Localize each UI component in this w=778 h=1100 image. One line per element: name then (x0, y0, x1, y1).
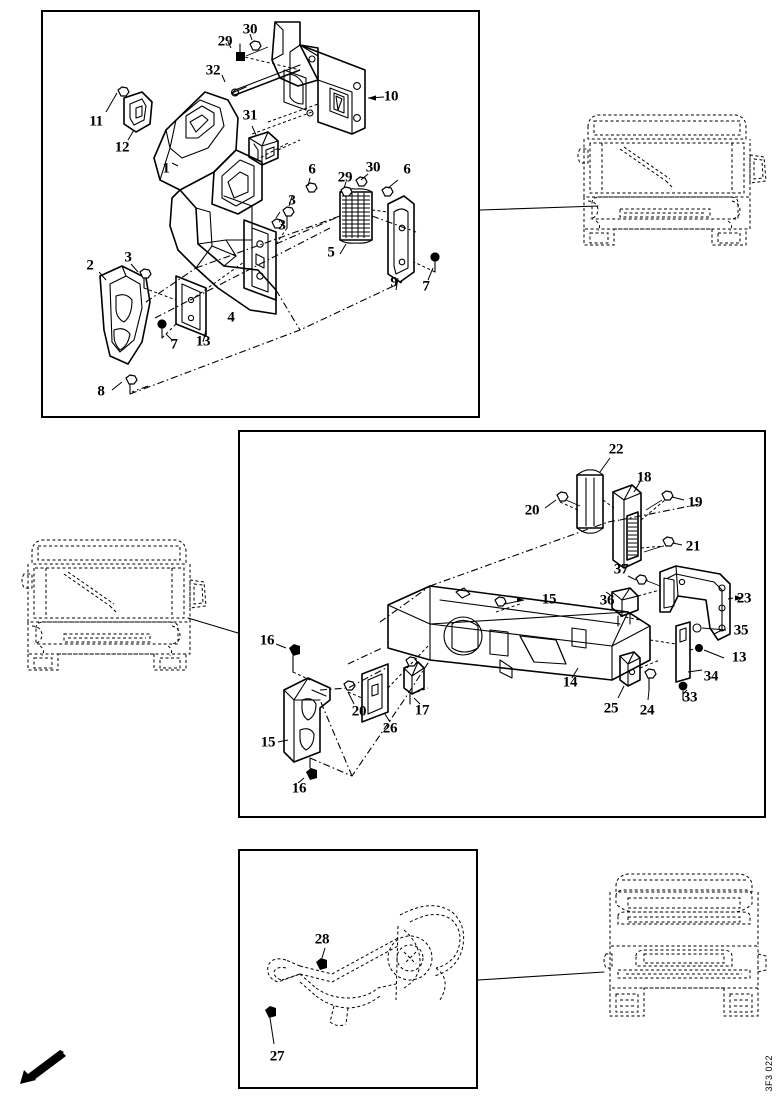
callout-21: 21 (685, 538, 701, 555)
callout-27: 27 (269, 1048, 285, 1065)
callout-6a: 6 (308, 161, 316, 178)
callout-29b: 29 (337, 169, 353, 186)
callout-11: 11 (89, 113, 103, 130)
callout-20a: 20 (524, 502, 540, 519)
panel-1-border (41, 10, 480, 418)
callout-8: 8 (97, 383, 105, 400)
callout-5: 5 (327, 244, 335, 261)
callout-19: 19 (687, 494, 703, 511)
callout-24: 24 (639, 702, 655, 719)
forward-direction-arrow-icon (20, 1050, 66, 1084)
callout-30b: 30 (365, 159, 381, 176)
callout-15a: 15 (541, 591, 557, 608)
sheet-code: 3F3 022 (764, 1055, 774, 1092)
callout-2: 2 (86, 257, 94, 274)
thumb-cab-front-middle-art (21, 539, 207, 671)
callout-22: 22 (608, 441, 624, 458)
callout-36: 36 (599, 592, 615, 609)
callout-14: 14 (562, 674, 578, 691)
callout-9: 9 (390, 274, 398, 291)
callout-3c: 3 (124, 249, 132, 266)
callout-34: 34 (703, 668, 719, 685)
callout-29: 29 (217, 33, 233, 50)
callout-28: 28 (314, 931, 330, 948)
callout-7a: 7 (422, 278, 430, 295)
callout-37: 37 (613, 561, 629, 578)
callout-26: 26 (382, 720, 398, 737)
panel-2-border (238, 430, 766, 818)
callout-7b: 7 (170, 336, 178, 353)
callout-18: 18 (636, 469, 652, 486)
callout-31: 31 (242, 107, 258, 124)
callout-32: 32 (205, 62, 221, 79)
callout-13b: 13 (731, 649, 747, 666)
callout-13a: 13 (195, 333, 211, 350)
thumb-cab-front-upper-art (577, 114, 767, 246)
callout-20b: 20 (351, 703, 367, 720)
callout-30: 30 (242, 21, 258, 38)
callout-16a: 16 (259, 632, 275, 649)
callout-15b: 15 (260, 734, 276, 751)
callout-25: 25 (603, 700, 619, 717)
callout-10: 10 (383, 88, 399, 105)
callout-3b: 3 (278, 217, 286, 234)
callout-3a: 3 (288, 192, 296, 209)
thumb-cab-rear-lower-art (603, 873, 767, 1017)
callout-6b: 6 (403, 161, 411, 178)
callout-16b: 16 (291, 780, 307, 797)
callout-23: 23 (736, 590, 752, 607)
callout-1: 1 (162, 160, 170, 177)
callout-35: 35 (733, 622, 749, 639)
callout-33: 33 (682, 689, 698, 706)
callout-12: 12 (114, 139, 130, 156)
callout-4: 4 (227, 309, 235, 326)
callout-17: 17 (414, 702, 430, 719)
